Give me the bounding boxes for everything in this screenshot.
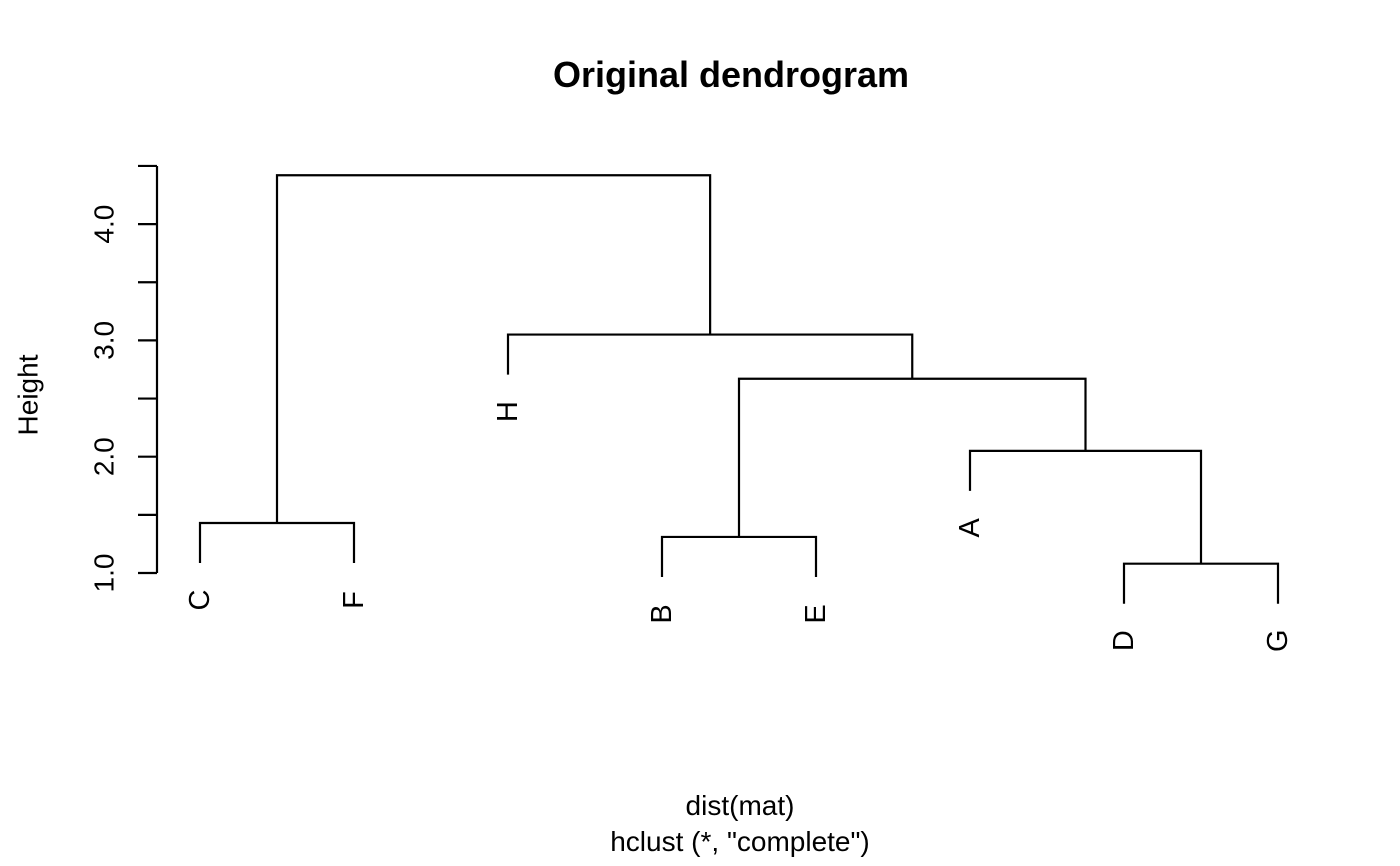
leaf-label-D: D	[1108, 630, 1140, 651]
leaf-label-E: E	[800, 604, 832, 623]
merge-link-C-F	[198, 521, 356, 563]
merge-link-root	[275, 174, 712, 523]
leaf-label-B: B	[646, 604, 678, 623]
caption-line-hclust: hclust (*, "complete")	[610, 826, 870, 857]
leaf-label-A: A	[954, 518, 986, 538]
chart-caption: dist(mat) hclust (*, "complete")	[610, 788, 870, 860]
y-tick-label-3.0: 3.0	[89, 321, 120, 360]
leaf-label-G: G	[1262, 629, 1294, 652]
leaf-label-C: C	[184, 590, 216, 611]
merge-link-A-DG	[968, 449, 1203, 564]
y-tick-label-4.0: 4.0	[89, 205, 120, 244]
caption-line-dist: dist(mat)	[685, 790, 795, 821]
y-axis-title: Height	[13, 354, 44, 435]
merge-link-BE-ADG	[737, 377, 1087, 537]
leaf-label-H: H	[492, 401, 524, 422]
leaf-label-F: F	[338, 591, 370, 609]
merge-link-D-G	[1122, 562, 1280, 604]
y-tick-label-1.0: 1.0	[89, 554, 120, 593]
merge-link-B-E	[660, 535, 818, 577]
merge-link-H-BEADG	[506, 333, 914, 379]
y-tick-label-2.0: 2.0	[89, 437, 120, 476]
chart-title: Original dendrogram	[552, 54, 910, 95]
